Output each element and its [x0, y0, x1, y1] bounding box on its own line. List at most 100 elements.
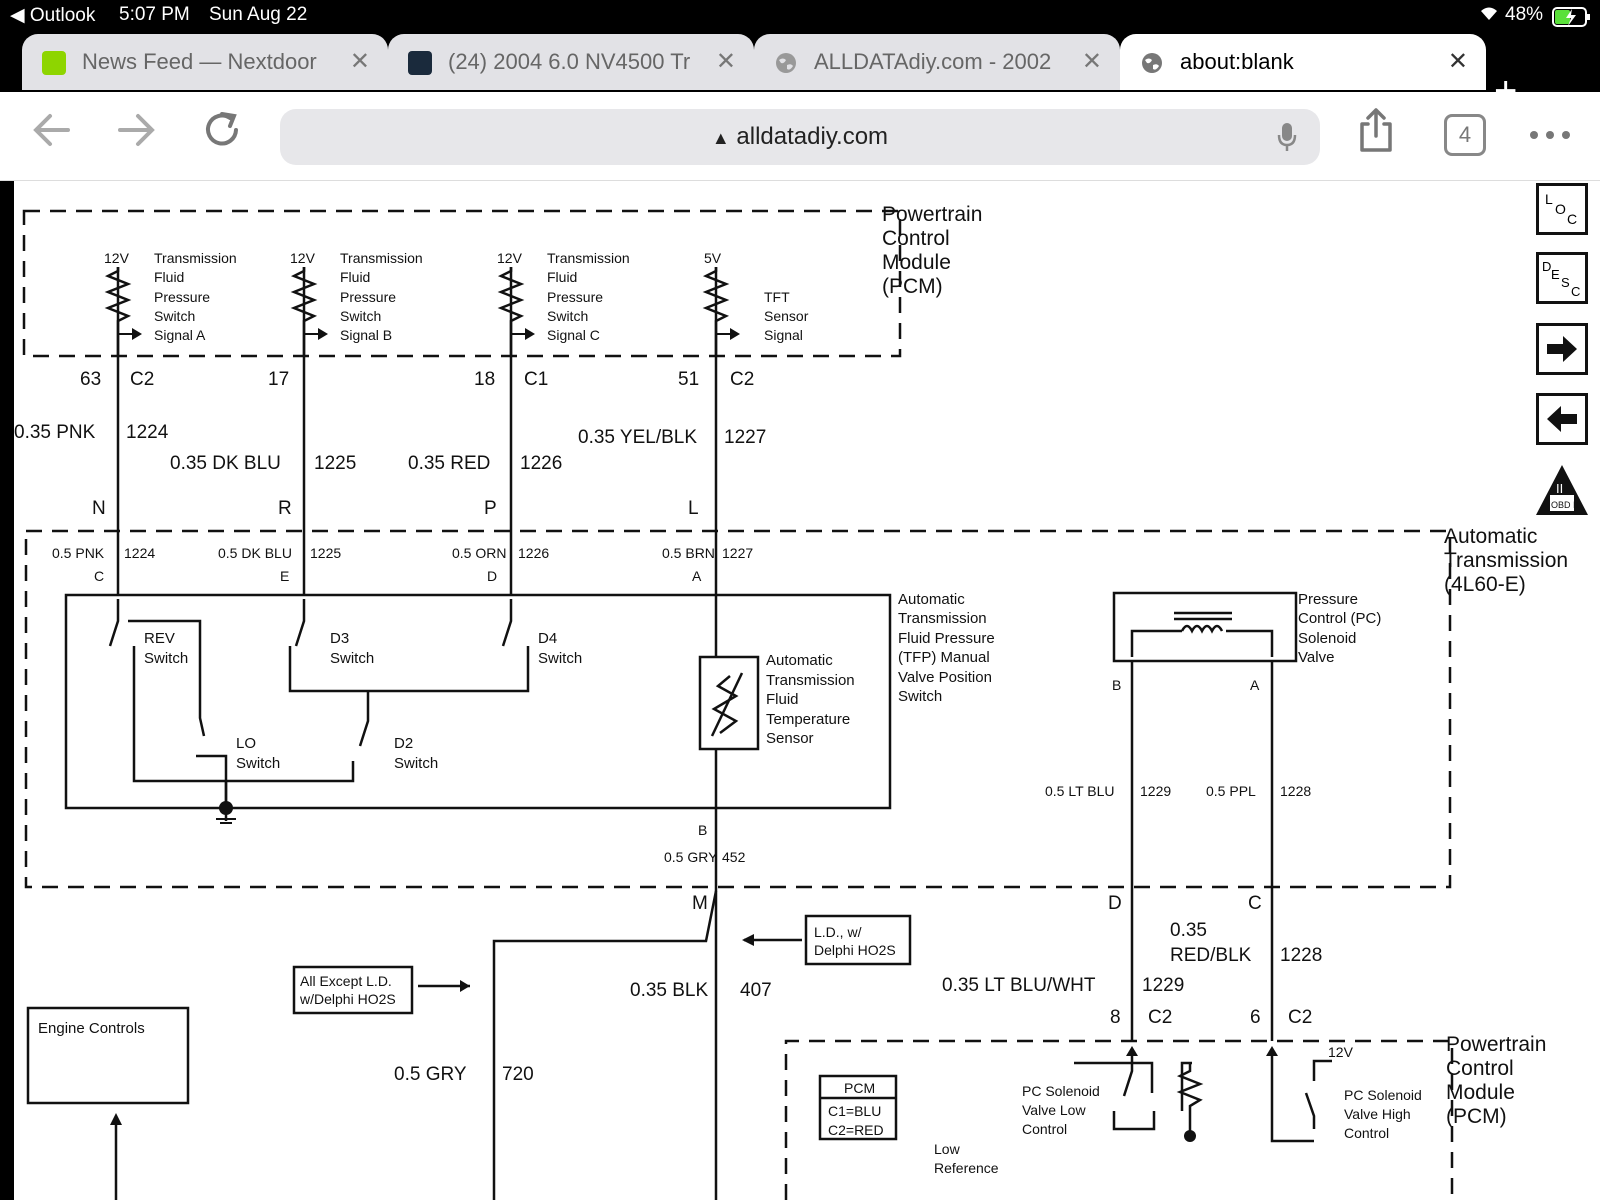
- circuit-desc: Transmission: [547, 250, 630, 266]
- description-button[interactable]: D E S C: [1536, 252, 1588, 304]
- tab-title: ALLDATAdiy.com - 2002: [814, 49, 1052, 74]
- circuit-voltage: 12V: [104, 250, 130, 266]
- redblk-circuit: 1228: [1280, 945, 1322, 966]
- connector-letter: P: [484, 498, 497, 519]
- tft-sensor-box: [698, 655, 760, 751]
- low-ref-label: Reference: [934, 1160, 999, 1176]
- back-to-app-link[interactable]: ◀ Outlook: [10, 5, 96, 26]
- pcm-pin: 63: [80, 369, 101, 390]
- share-icon[interactable]: [1356, 106, 1396, 163]
- warning-icon: ▲: [711, 128, 730, 148]
- circuit-desc: Fluid: [547, 269, 577, 285]
- previous-arrow-button[interactable]: [1536, 393, 1588, 445]
- trans-wire: 0.5 ORN: [452, 545, 506, 561]
- tfp-label: Fluid Pressure: [898, 630, 995, 647]
- wire-circuit: 1227: [724, 427, 766, 448]
- close-tab-icon[interactable]: ✕: [1081, 48, 1102, 75]
- tab-title: about:blank: [1180, 49, 1294, 74]
- pcm-top-label-1: Powertrain: [882, 203, 982, 226]
- pcm-conn: C2: [130, 369, 154, 390]
- next-arrow-button[interactable]: [1536, 323, 1588, 375]
- trans-circuit: 1224: [124, 545, 155, 561]
- wire-circuit: 1224: [126, 422, 169, 443]
- transmission-box: [24, 529, 1452, 889]
- circuit-desc: Signal: [764, 327, 803, 343]
- back-button[interactable]: [30, 108, 74, 161]
- pcm-top-box: [22, 209, 902, 358]
- desc-letter: D: [1542, 259, 1551, 274]
- close-tab-icon[interactable]: ✕: [1447, 48, 1468, 75]
- circuit-voltage: 12V: [290, 250, 316, 266]
- ld-box-text: L.D., w/: [814, 924, 862, 940]
- rev-switch-label: Switch: [144, 650, 188, 667]
- trans-pin: A: [692, 568, 702, 584]
- tft-sensor-label: Sensor: [766, 730, 814, 747]
- redblk-wire: 0.35: [1170, 920, 1207, 941]
- tab-title: News Feed — Nextdoor: [82, 49, 317, 74]
- d4-switch-label: D4: [538, 630, 557, 647]
- browser-toolbar: ▲ alldatadiy.com 4: [0, 92, 1600, 181]
- d-letter: D: [1108, 893, 1122, 914]
- url-text: ▲ alldatadiy.com: [280, 123, 1320, 151]
- video-favicon-icon: [408, 51, 432, 75]
- close-tab-icon[interactable]: ✕: [349, 48, 370, 75]
- lo-switch-label: LO: [236, 735, 256, 752]
- tab-count-button[interactable]: 4: [1444, 114, 1486, 156]
- d3-switch-label: D3: [330, 630, 349, 647]
- close-tab-icon[interactable]: ✕: [715, 48, 736, 75]
- gry-wire: 0.5 GRY: [394, 1064, 467, 1085]
- gry-circuit: 720: [502, 1064, 534, 1085]
- battery-percent: 48%: [1505, 4, 1544, 25]
- pc-high-label: Valve High: [1344, 1106, 1411, 1122]
- tab-about-blank[interactable]: about:blank ✕: [1120, 34, 1486, 90]
- ld-box-text: Delphi HO2S: [814, 942, 896, 958]
- pcm-bottom-label: (PCM): [1446, 1105, 1507, 1128]
- location-button[interactable]: L O C: [1536, 183, 1588, 235]
- trans-pin: C: [94, 568, 104, 584]
- pc-wire: 0.5 PPL: [1206, 783, 1256, 799]
- lo-switch-label: Switch: [236, 755, 280, 772]
- reload-button[interactable]: [200, 108, 244, 161]
- tab-title: (24) 2004 6.0 NV4500 Tr: [448, 49, 691, 74]
- pcm-conn: C2: [730, 369, 754, 390]
- tab-alldata[interactable]: ALLDATAdiy.com - 2002 ✕: [754, 34, 1120, 90]
- pc-pin-a: A: [1250, 677, 1260, 693]
- pcm-bottom-label: Module: [1446, 1081, 1515, 1104]
- connector-letter: R: [278, 498, 292, 519]
- wiring-diagram: Powertrain Control Module (PCM) Automati…: [14, 203, 1568, 1200]
- obd-ii-icon: II OBD II: [1536, 465, 1588, 515]
- status-bar: ◀ Outlook 5:07 PM Sun Aug 22 48%: [0, 0, 1600, 32]
- pcm-bottom-box: [784, 1039, 1454, 1200]
- obd-ii-button[interactable]: II OBD II: [1534, 463, 1590, 517]
- pc-valve-label: Valve: [1298, 649, 1334, 666]
- tfp-label: Transmission: [898, 610, 987, 627]
- battery-charging-icon: [1552, 7, 1592, 33]
- wire-circuit: 1226: [520, 453, 562, 474]
- desc-letter: E: [1551, 267, 1560, 282]
- trans-circuit: 1227: [722, 545, 753, 561]
- wire-color: 0.35 YEL/BLK: [578, 427, 697, 448]
- rev-switch-label: REV: [144, 630, 175, 647]
- globe-favicon-icon: [1140, 51, 1164, 75]
- wifi-icon: [1478, 4, 1500, 28]
- pcm-top-label-2: Control: [882, 227, 950, 250]
- tab-nextdoor[interactable]: News Feed — Nextdoor ✕: [22, 34, 388, 90]
- tab-youtube[interactable]: (24) 2004 6.0 NV4500 Tr ✕: [388, 34, 754, 90]
- obd-text: OBD II: [1551, 500, 1578, 510]
- forward-button[interactable]: [114, 108, 158, 161]
- more-menu-icon[interactable]: [1528, 112, 1572, 154]
- wire-color: 0.35 PNK: [14, 422, 96, 443]
- pcm-bottom-label: Control: [1446, 1057, 1514, 1080]
- circuit-desc: Switch: [547, 308, 588, 324]
- pcm-bottom-conn: C2: [1148, 1007, 1172, 1028]
- pcm-top-label-3: Module: [882, 251, 951, 274]
- obd-roman: II: [1556, 481, 1563, 496]
- trans-wire: 0.5 BRN: [662, 545, 715, 561]
- microphone-icon[interactable]: [1276, 121, 1298, 158]
- circuit-desc: Pressure: [547, 289, 603, 305]
- circuit-desc: Fluid: [154, 269, 184, 285]
- pcm-pin: 17: [268, 369, 289, 390]
- pcm-legend: PCM: [844, 1080, 875, 1096]
- address-bar[interactable]: ▲ alldatadiy.com: [280, 109, 1320, 165]
- blk-wire: 0.35 BLK: [630, 980, 708, 1001]
